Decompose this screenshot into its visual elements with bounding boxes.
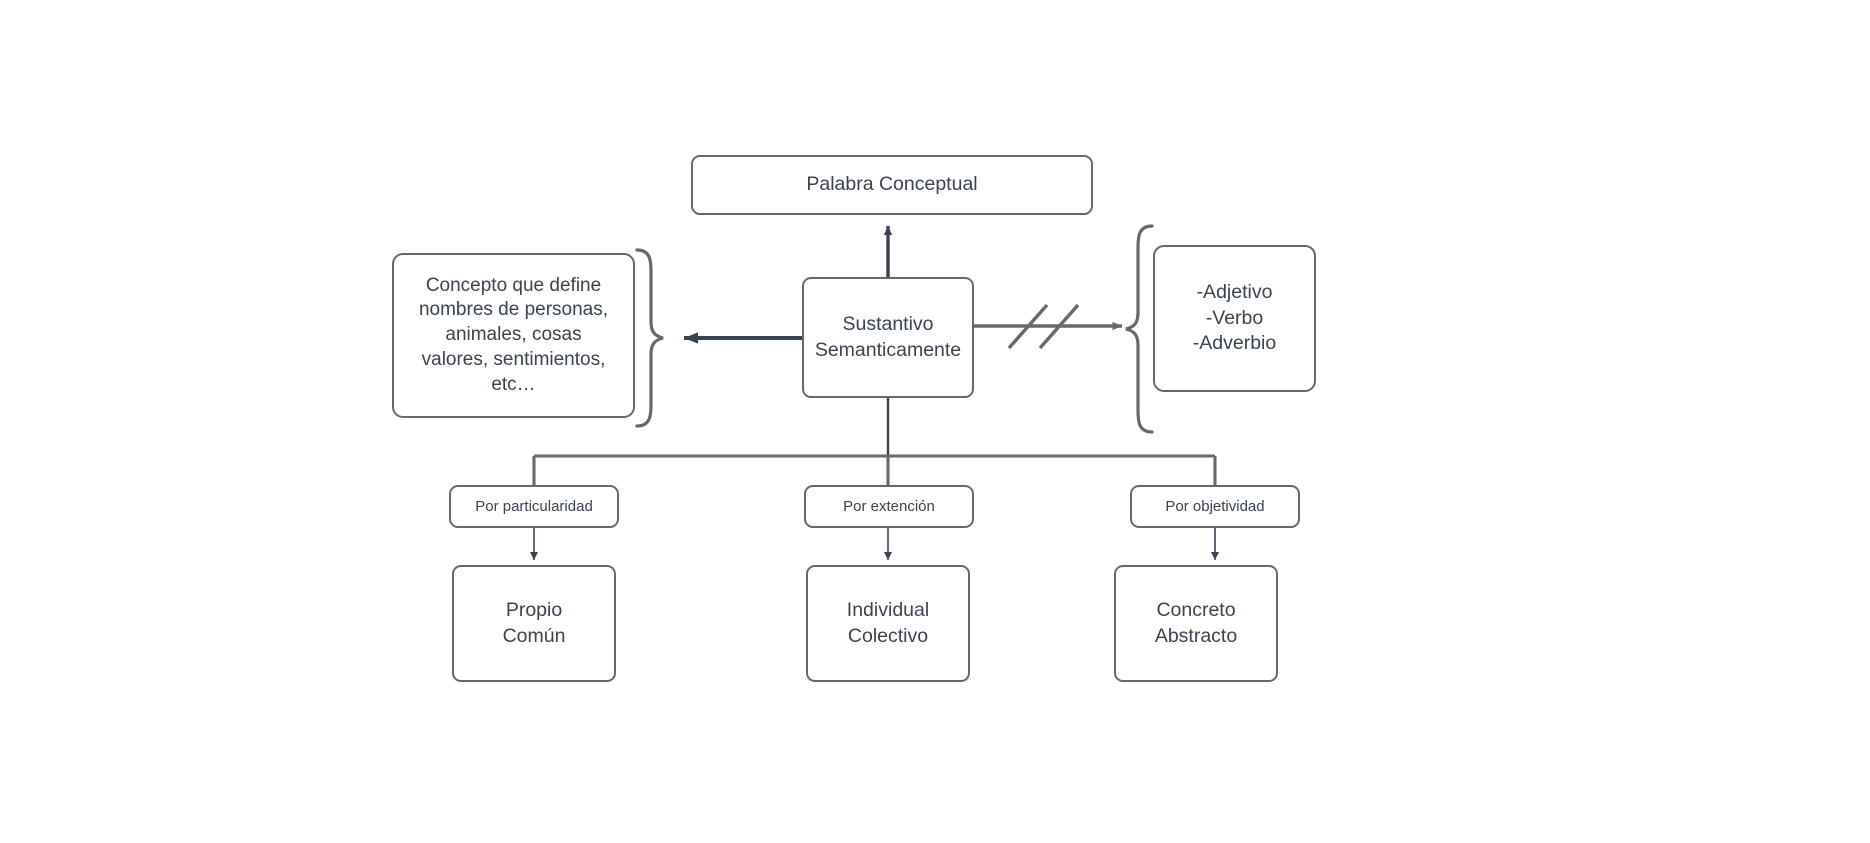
node-propio-comun[interactable]: Propio Común [452, 565, 616, 682]
edge-sustantivo-to-otras-clases [974, 303, 1123, 350]
node-sustantivo-semanticamente[interactable]: Sustantivo Semanticamente [802, 277, 974, 398]
brace-right-icon [1125, 224, 1154, 434]
node-concepto-definicion-label: Concepto que define nombres de personas,… [418, 274, 609, 395]
double-slash-negation-icon [1007, 303, 1080, 350]
node-otras-clases-palabra-label: -Adjetivo -Verbo -Adverbio [1192, 281, 1277, 355]
node-individual-colectivo[interactable]: Individual Colectivo [806, 565, 970, 682]
edge-sustantivo-to-branch-bus [532, 398, 1217, 485]
node-palabra-conceptual[interactable]: Palabra Conceptual [691, 155, 1093, 215]
node-concreto-abstracto-label: Concreto Abstracto [1154, 599, 1238, 647]
node-label-por-objetividad[interactable]: Por objetividad [1130, 485, 1300, 528]
node-individual-colectivo-label: Individual Colectivo [846, 599, 930, 647]
brace-left-icon [635, 248, 664, 428]
node-label-por-objetividad-label: Por objetividad [1165, 497, 1265, 515]
node-label-por-extencion-label: Por extención [843, 497, 935, 515]
node-label-por-extencion[interactable]: Por extención [804, 485, 974, 528]
node-label-por-particularidad[interactable]: Por particularidad [449, 485, 619, 528]
node-label-por-particularidad-label: Por particularidad [475, 497, 593, 515]
node-concepto-definicion[interactable]: Concepto que define nombres de personas,… [392, 253, 635, 418]
node-palabra-conceptual-label: Palabra Conceptual [806, 173, 978, 196]
node-sustantivo-semanticamente-label: Sustantivo Semanticamente [814, 313, 962, 361]
node-otras-clases-palabra[interactable]: -Adjetivo -Verbo -Adverbio [1153, 245, 1316, 392]
node-concreto-abstracto[interactable]: Concreto Abstracto [1114, 565, 1278, 682]
node-propio-comun-label: Propio Común [502, 599, 566, 647]
